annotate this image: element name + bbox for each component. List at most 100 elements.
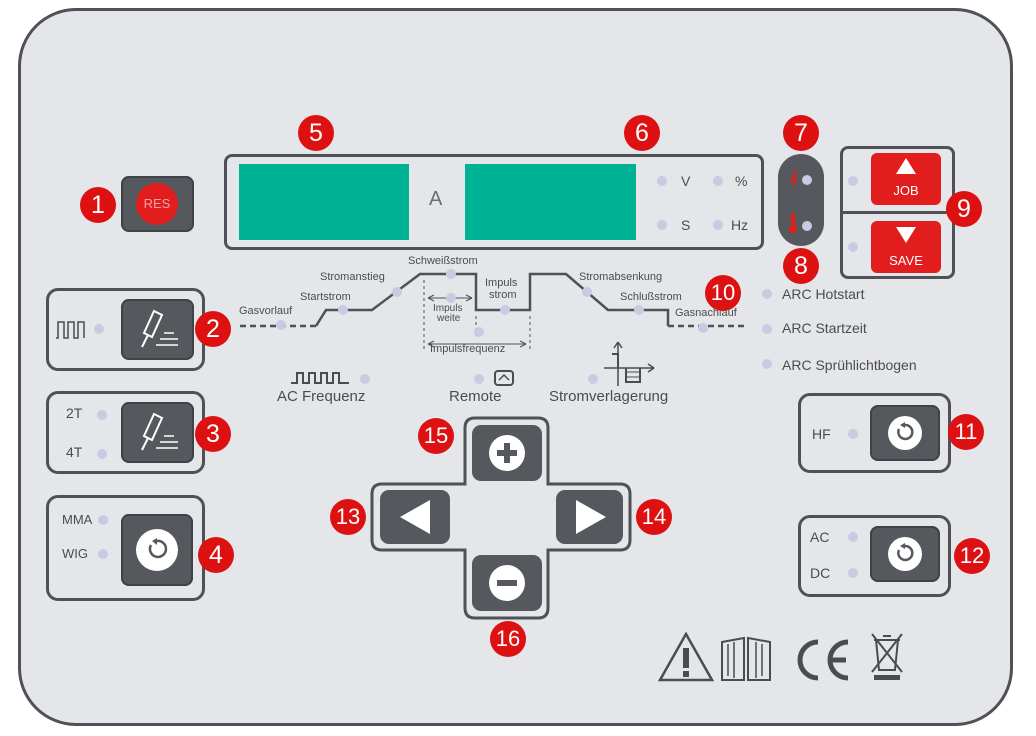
led-schweissstrom bbox=[446, 269, 456, 279]
led-stromabsenkung bbox=[582, 287, 592, 297]
pulse-icon bbox=[56, 321, 85, 339]
led-job bbox=[848, 176, 858, 186]
remote-icon bbox=[494, 370, 514, 386]
led-schlussstrom bbox=[634, 305, 644, 315]
callout-7: 7 bbox=[783, 115, 819, 151]
led-save bbox=[848, 242, 858, 252]
right-button[interactable] bbox=[556, 490, 623, 544]
mode-2t-label: 2T bbox=[66, 405, 83, 421]
unit-percent-label: % bbox=[735, 173, 748, 189]
led-v bbox=[657, 176, 667, 186]
hf-cycle-icon bbox=[888, 416, 922, 450]
ac-square-wave-icon bbox=[291, 372, 349, 384]
callout-1: 1 bbox=[80, 187, 116, 223]
stromanstieg-label: Stromanstieg bbox=[320, 271, 385, 283]
unit-a-label: A bbox=[429, 188, 443, 210]
job-label: JOB bbox=[893, 183, 919, 198]
warning-indicator-panel bbox=[778, 154, 824, 246]
led-wig bbox=[98, 549, 108, 559]
mode-wig-label: WIG bbox=[62, 546, 88, 561]
led-pulse bbox=[94, 324, 104, 334]
plus-button[interactable] bbox=[472, 425, 542, 481]
schweissstrom-label: Schweißstrom bbox=[408, 255, 478, 267]
stromabsenkung-label: Stromabsenkung bbox=[579, 271, 663, 283]
weee-bin-icon bbox=[871, 633, 903, 680]
pulse-button[interactable] bbox=[121, 299, 194, 360]
arc-spruehlicht-label: ARC Sprühlichtbogen bbox=[782, 357, 917, 373]
process-mode-button[interactable] bbox=[121, 514, 193, 586]
save-button[interactable]: SAVE bbox=[871, 221, 941, 273]
job-save-divider bbox=[840, 211, 955, 214]
led-impulsfrequenz bbox=[474, 327, 484, 337]
led-s bbox=[657, 220, 667, 230]
unit-s-label: S bbox=[681, 217, 691, 233]
callout-11: 11 bbox=[948, 414, 984, 450]
callout-12: 12 bbox=[954, 538, 990, 574]
remote-label: Remote bbox=[449, 388, 502, 405]
parameter-display bbox=[465, 164, 636, 240]
impulsfrequenz-label: Impulsfrequenz bbox=[430, 343, 506, 355]
impulsweite-label-1: Impuls bbox=[433, 303, 463, 314]
reset-button-face: RES bbox=[136, 183, 178, 225]
callout-15: 15 bbox=[418, 418, 454, 454]
dc-label: DC bbox=[810, 565, 831, 581]
ac-dc-cycle-arrow-icon bbox=[897, 543, 914, 562]
hf-cycle-arrow-icon bbox=[897, 422, 914, 441]
led-gasvorlauf bbox=[276, 320, 286, 330]
led-mma bbox=[98, 515, 108, 525]
unit-v-label: V bbox=[681, 173, 691, 189]
led-hf bbox=[848, 429, 858, 439]
led-hz bbox=[713, 220, 723, 230]
hf-button[interactable] bbox=[870, 405, 940, 461]
callout-16: 16 bbox=[490, 621, 526, 657]
impulsweite-label-2: weite bbox=[437, 313, 461, 324]
led-ac bbox=[848, 532, 858, 542]
led-remote bbox=[474, 374, 484, 384]
led-startstrom bbox=[338, 305, 348, 315]
impulsstrom-label-1: Impuls bbox=[485, 277, 518, 289]
led-impulsweite bbox=[446, 293, 456, 303]
overcurrent-icon bbox=[790, 170, 798, 190]
stromverlagerung-label: Stromverlagerung bbox=[549, 388, 669, 405]
led-2t bbox=[97, 410, 107, 420]
schlussstrom-label: Schlußstrom bbox=[620, 291, 682, 303]
arrow-right-icon bbox=[576, 500, 606, 534]
cycle-icon bbox=[136, 529, 178, 571]
led-overcurrent bbox=[802, 175, 812, 185]
warning-triangle-icon bbox=[657, 631, 715, 682]
led-4t bbox=[97, 449, 107, 459]
left-button[interactable] bbox=[380, 490, 450, 544]
trigger-mode-button[interactable] bbox=[121, 402, 194, 463]
ac-dc-button[interactable] bbox=[870, 526, 940, 582]
manual-book-icon bbox=[721, 636, 771, 681]
callout-9: 9 bbox=[946, 191, 982, 227]
callout-3: 3 bbox=[195, 416, 231, 452]
led-gasnachlauf bbox=[698, 323, 708, 333]
led-arc-startzeit bbox=[762, 324, 772, 334]
mode-mma-label: MMA bbox=[62, 512, 93, 527]
reset-button[interactable]: RES bbox=[121, 176, 194, 232]
led-stromanstieg bbox=[392, 287, 402, 297]
unit-hz-label: Hz bbox=[731, 217, 749, 233]
led-arc-hotstart bbox=[762, 289, 772, 299]
save-label: SAVE bbox=[889, 253, 923, 268]
led-percent bbox=[713, 176, 723, 186]
minus-icon bbox=[489, 565, 525, 601]
led-dc bbox=[848, 568, 858, 578]
ac-label: AC bbox=[810, 529, 830, 545]
impulsstrom-label-2: strom bbox=[489, 289, 517, 301]
mode-4t-label: 4T bbox=[66, 444, 83, 460]
ac-frequenz-label: AC Frequenz bbox=[277, 388, 366, 405]
callout-6: 6 bbox=[624, 115, 660, 151]
led-arc-spruehlicht bbox=[762, 359, 772, 369]
led-stromverlagerung bbox=[588, 374, 598, 384]
job-button[interactable]: JOB bbox=[871, 153, 941, 205]
led-overtemp bbox=[802, 221, 812, 231]
current-display bbox=[239, 164, 409, 240]
minus-button[interactable] bbox=[472, 555, 542, 611]
plus-icon bbox=[489, 435, 525, 471]
callout-10: 10 bbox=[705, 275, 741, 311]
callout-14: 14 bbox=[636, 499, 672, 535]
torch-trigger-icon bbox=[141, 412, 178, 451]
